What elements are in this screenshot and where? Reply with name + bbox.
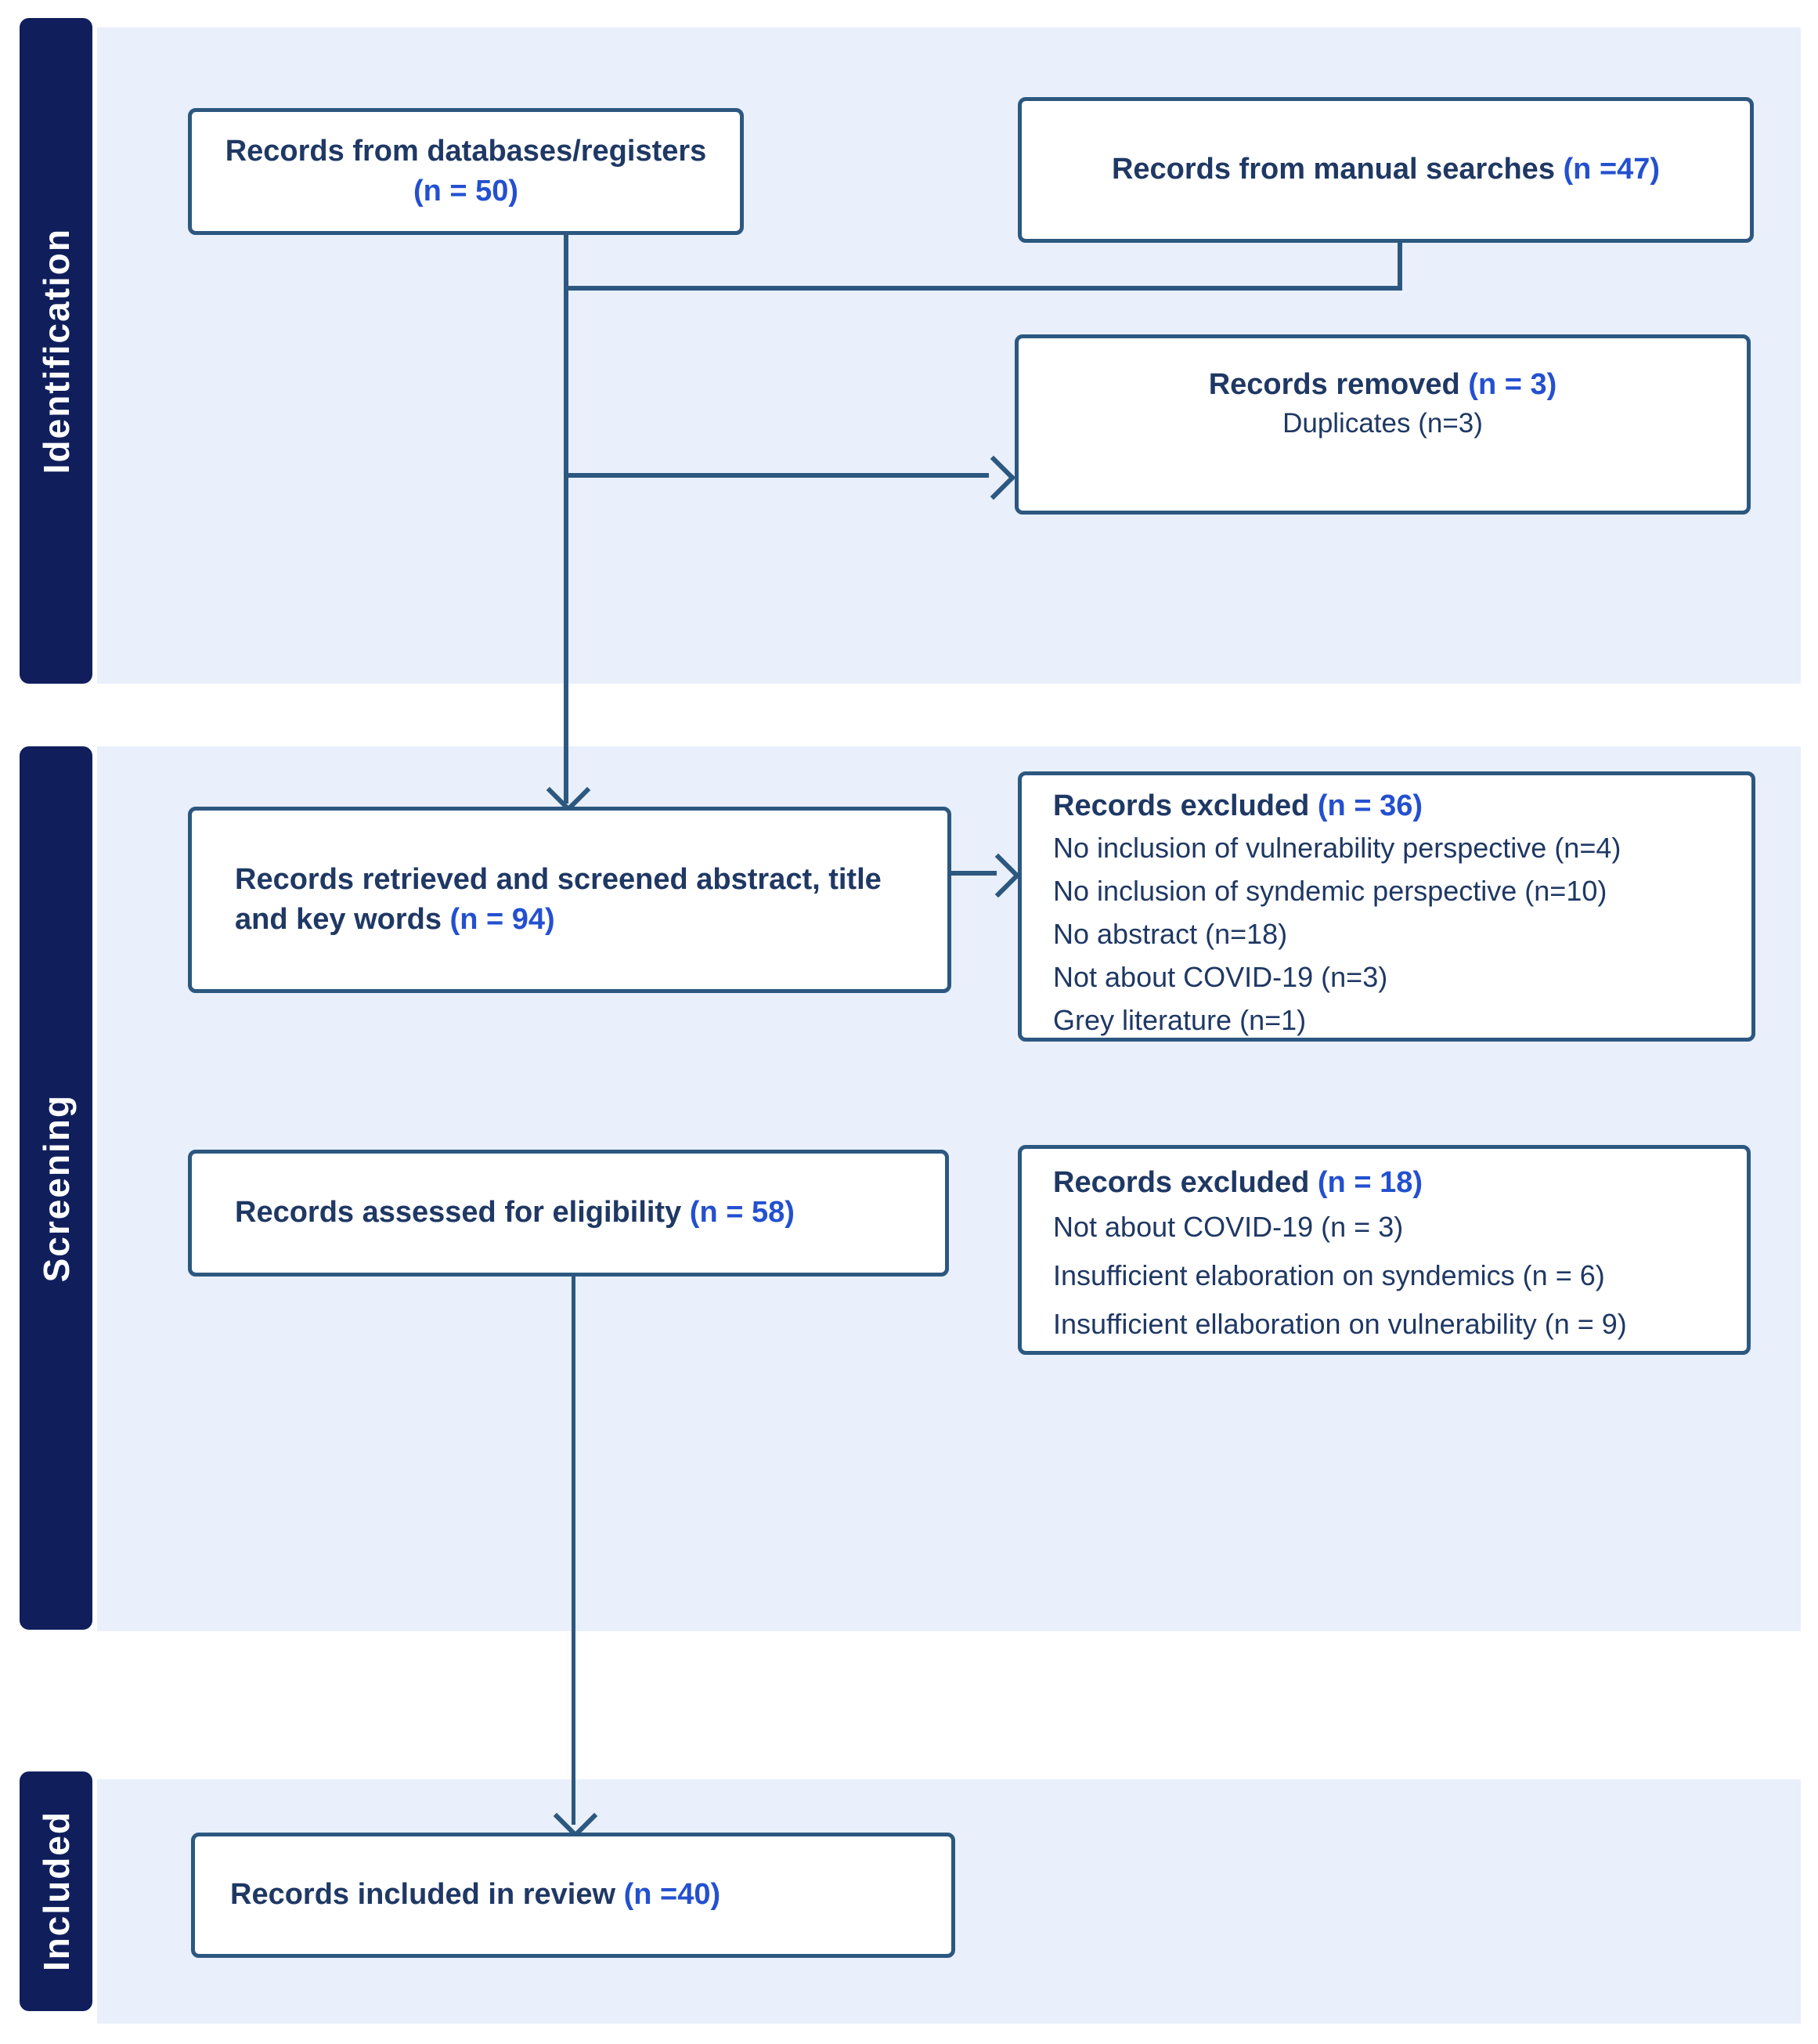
included-stage-label: Included <box>35 1811 77 1972</box>
box-count: (n = 58) <box>689 1196 795 1230</box>
box-count: (n = 50) <box>413 175 519 208</box>
box-label-line2: and key words (n = 94) <box>235 903 555 936</box>
connector-merge-horizontal <box>564 286 1402 291</box>
box-label: Records removed (n = 3) <box>1208 368 1557 401</box>
box-records-from-manual-searches: Records from manual searches (n =47) <box>1018 97 1754 243</box>
connector-to-removed <box>566 473 989 478</box>
box-label: Records included in review (n =40) <box>230 1878 721 1912</box>
box-records-excluded-18: Records excluded (n = 18) Not about COVI… <box>1018 1145 1751 1355</box>
identification-stage-bar: Identification <box>20 18 92 684</box>
exclusion-reason: No inclusion of syndemic perspective (n=… <box>1053 875 1607 908</box>
box-records-excluded-36: Records excluded (n = 36) No inclusion o… <box>1018 771 1755 1042</box>
screening-stage-bar: Screening <box>20 746 92 1630</box>
connector-to-excluded-36 <box>951 871 997 876</box>
box-count: (n = 36) <box>1317 789 1423 822</box>
exclusion-reason: Insufficient ellaboration on vulnerabili… <box>1053 1308 1627 1341</box>
box-records-from-databases: Records from databases/registers (n = 50… <box>188 108 744 235</box>
exclusion-reason: No abstract (n=18) <box>1053 918 1288 951</box>
box-label: Records from manual searches (n =47) <box>1111 153 1661 186</box>
box-label: Records excluded (n = 36) <box>1053 789 1423 822</box>
box-records-included-in-review: Records included in review (n =40) <box>191 1833 955 1958</box>
box-count: (n =47) <box>1563 153 1661 186</box>
box-records-screened: Records retrieved and screened abstract,… <box>188 807 951 993</box>
box-label-line1: Records retrieved and screened abstract,… <box>235 862 882 896</box>
exclusion-reason: Not about COVID-19 (n=3) <box>1053 961 1388 994</box>
box-count: (n = 94) <box>449 903 555 936</box>
exclusion-reason: No inclusion of vulnerability perspectiv… <box>1053 832 1621 865</box>
connector-databases-to-screened <box>564 235 568 804</box>
box-label: Records from databases/registers <box>225 134 707 168</box>
exclusion-reason: Insufficient elaboration on syndemics (n… <box>1053 1259 1605 1292</box>
box-count: (n = 18) <box>1317 1166 1423 1199</box>
box-sublabel: Duplicates (n=3) <box>1282 408 1483 439</box>
box-records-assessed-eligibility: Records assessed for eligibility (n = 58… <box>188 1150 949 1277</box>
exclusion-reason: Not about COVID-19 (n = 3) <box>1053 1211 1404 1244</box>
screening-stage-label: Screening <box>35 1093 77 1283</box>
included-stage-bar: Included <box>20 1771 92 2011</box>
box-label: Records excluded (n = 18) <box>1053 1166 1423 1199</box>
identification-stage-label: Identification <box>35 227 77 475</box>
exclusion-reason: Grey literature (n=1) <box>1053 1004 1307 1037</box>
box-count: (n =40) <box>623 1878 721 1912</box>
box-count: (n = 3) <box>1468 368 1557 401</box>
connector-manual-drop <box>1398 241 1402 291</box>
connector-eligibility-to-included <box>572 1277 575 1825</box>
box-records-removed: Records removed (n = 3) Duplicates (n=3) <box>1015 334 1751 515</box>
box-label: Records assessed for eligibility (n = 58… <box>235 1196 795 1230</box>
